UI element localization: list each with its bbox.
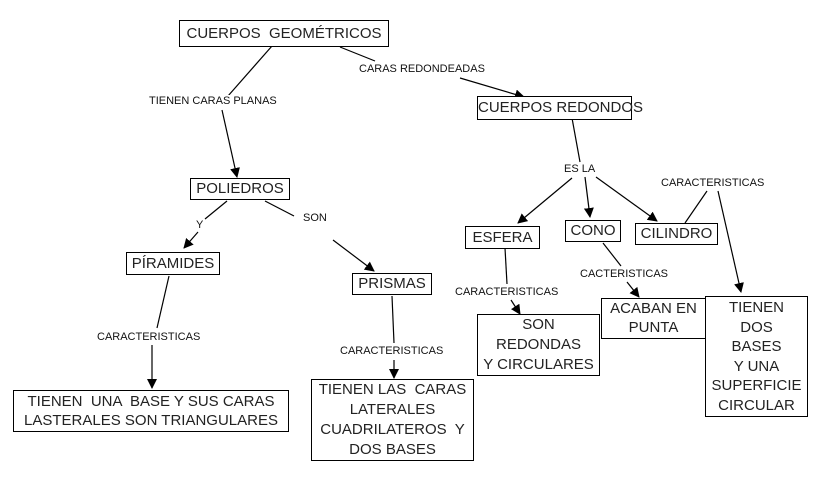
- line-poliedros-to-y: [204, 200, 228, 220]
- arrow-car-to-esfera-desc: [510, 299, 521, 315]
- desc-line: DOS: [740, 318, 773, 336]
- arrow-y-to-piramides: [183, 231, 199, 249]
- desc-line: REDONDAS: [495, 336, 581, 353]
- arrow-esla-to-cilindro: [595, 176, 658, 222]
- node-label: CUERPOS REDONDOS: [478, 99, 644, 116]
- link-label-caracteristicas-cono: CACTERISTICAS: [579, 268, 670, 280]
- line-prismas-to-car: [391, 295, 395, 344]
- arrow-car-to-cilindro-desc: [717, 190, 744, 293]
- node-label: ESFERA: [472, 229, 533, 246]
- line-poliedros-to-son: [264, 200, 295, 217]
- line-cilindro-to-car: [684, 190, 708, 224]
- arrow-car-to-cono-desc: [626, 281, 640, 298]
- link-label-caracteristicas-piramides: CARACTERISTICAS: [96, 331, 202, 343]
- line-esfera-to-car: [504, 247, 508, 285]
- node-label: PÍRAMIDES: [131, 255, 215, 272]
- node-label: CILINDRO: [640, 225, 713, 242]
- link-label-y: Y: [195, 219, 205, 231]
- desc-line: TIENEN UNA BASE Y SUS CARAS: [27, 393, 275, 410]
- arrow-son-to-prismas: [332, 239, 375, 272]
- arrow-redondeadas-to-redondos: [459, 77, 525, 100]
- link-label-caracteristicas-esfera: CARACTERISTICAS: [454, 286, 560, 298]
- desc-line: SUPERFICIE: [711, 377, 802, 395]
- node-cilindro[interactable]: CILINDRO: [635, 223, 718, 245]
- link-label-tienen-caras-planas: TIENEN CARAS PLANAS: [148, 95, 278, 107]
- node-esfera-caracteristicas[interactable]: SON REDONDAS Y CIRCULARES: [477, 314, 600, 376]
- node-piramides[interactable]: PÍRAMIDES: [126, 252, 220, 275]
- node-cuerpos-geometricos[interactable]: CUERPOS GEOMÉTRICOS: [179, 20, 389, 47]
- desc-line: Y CIRCULARES: [483, 356, 594, 373]
- link-label-son: SON: [302, 212, 328, 224]
- desc-line: LATERALES: [349, 401, 436, 418]
- node-prismas[interactable]: PRISMAS: [352, 273, 432, 295]
- desc-line: LASTERALES SON TRIANGULARES: [24, 412, 278, 429]
- link-label-caracteristicas-prismas: CARACTERISTICAS: [339, 345, 445, 357]
- node-label: CUERPOS GEOMÉTRICOS: [186, 25, 382, 42]
- node-cilindro-caracteristicas[interactable]: TIENEN DOS BASES Y UNA SUPERFICIE CIRCUL…: [705, 296, 808, 417]
- desc-line: TIENEN LAS CARAS: [318, 381, 467, 398]
- node-label: PRISMAS: [358, 275, 426, 292]
- desc-line: ACABAN EN: [610, 300, 697, 317]
- desc-line: CIRCULAR: [718, 396, 795, 414]
- node-cono-caracteristicas[interactable]: ACABAN EN PUNTA: [601, 298, 706, 339]
- line-root-to-planas: [227, 45, 273, 97]
- node-esfera[interactable]: ESFERA: [465, 226, 540, 249]
- desc-line: DOS BASES: [349, 441, 436, 458]
- node-piramides-caracteristicas[interactable]: TIENEN UNA BASE Y SUS CARAS LASTERALES S…: [13, 390, 289, 432]
- desc-line: BASES: [731, 338, 782, 356]
- link-label-caracteristicas-cilindro: CARACTERISTICAS: [660, 177, 766, 189]
- node-label: POLIEDROS: [196, 180, 284, 197]
- node-prismas-caracteristicas[interactable]: TIENEN LAS CARAS LATERALES CUADRILATEROS…: [311, 379, 474, 461]
- desc-line: Y UNA: [733, 357, 780, 375]
- node-poliedros[interactable]: POLIEDROS: [190, 178, 290, 200]
- link-label-es-la: ES LA: [563, 163, 597, 175]
- desc-line: PUNTA: [628, 319, 679, 336]
- line-redondos-to-esla: [571, 117, 581, 163]
- desc-line: SON: [522, 316, 555, 333]
- arrow-esla-to-esfera: [517, 177, 573, 224]
- desc-line: TIENEN: [728, 299, 784, 316]
- node-label: CONO: [570, 222, 616, 239]
- arrow-esla-to-cono: [583, 176, 594, 218]
- link-label-caras-redondeadas: CARAS REDONDEADAS: [358, 63, 486, 75]
- node-cuerpos-redondos[interactable]: CUERPOS REDONDOS: [477, 96, 644, 120]
- desc-line: CUADRILATEROS Y: [320, 421, 465, 438]
- line-cono-to-car: [602, 242, 622, 267]
- line-piramides-to-car: [156, 275, 170, 329]
- line-root-to-redondeadas: [339, 46, 376, 62]
- arrow-planas-to-poliedros: [221, 109, 240, 178]
- node-cono[interactable]: CONO: [565, 220, 621, 242]
